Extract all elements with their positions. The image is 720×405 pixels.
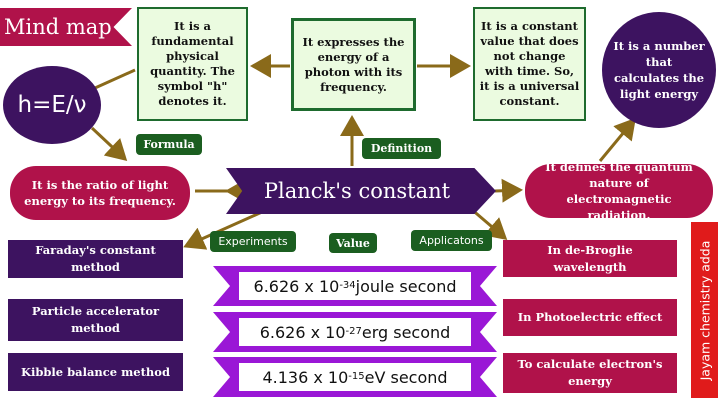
value-mantissa: 4.136 x 10 [262, 367, 349, 387]
applications-tag: Applicatons [411, 230, 492, 251]
definition-tag: Definition [362, 138, 441, 159]
value-unit: joule second [355, 276, 457, 296]
watermark-label: Jayam chemistry adda [691, 222, 718, 398]
application-item: In de-Broglie wavelength [503, 240, 677, 277]
center-topic-banner: Planck's constant [226, 168, 496, 214]
mind-map-title: Mind map [0, 8, 132, 46]
value-text: 4.136 x 10-15 eV second [239, 363, 471, 391]
experiment-item: Particle accelerator method [8, 299, 183, 341]
physical-quantity-box: It is a fundamental physical quantity. T… [137, 7, 248, 121]
ratio-pill: It is the ratio of light energy to its f… [10, 166, 190, 220]
value-ribbon-content: 6.626 x 10-27 erg second [213, 312, 497, 352]
quantum-nature-pill: It defines the quantum nature of electro… [525, 160, 713, 222]
value-unit: erg second [361, 322, 451, 342]
value-unit: eV second [364, 367, 448, 387]
formula-tag: Formula [136, 134, 202, 155]
value-text: 6.626 x 10-27 erg second [239, 318, 471, 346]
value-mantissa: 6.626 x 10 [253, 276, 340, 296]
application-item: To calculate electron's energy [503, 353, 677, 393]
application-item: In Photoelectric effect [503, 299, 677, 336]
universal-constant-box: It is a constant value that does not cha… [473, 7, 586, 121]
experiment-item: Kibble balance method [8, 353, 183, 391]
formula-circle: h=E/ν [3, 66, 101, 144]
value-mantissa: 6.626 x 10 [259, 322, 346, 342]
arrow-quantum-to-number [598, 117, 636, 162]
light-energy-circle: It is a number that calculates the light… [602, 12, 716, 128]
value-exponent: -34 [339, 279, 356, 291]
arrow-to-ratio-pill [90, 126, 128, 162]
value-tag: Value [329, 233, 377, 253]
definition-box: It expresses the energy of a photon with… [291, 18, 416, 111]
arrow-to-applications [469, 206, 508, 240]
value-exponent: -27 [345, 325, 362, 337]
arrow-to-experiments [183, 210, 263, 250]
experiments-tag: Experiments [210, 231, 296, 252]
value-exponent: -15 [348, 370, 365, 382]
arrow-to-quantum-pill [494, 178, 523, 203]
arrow-formula-link [94, 68, 136, 90]
value-ribbon-content: 4.136 x 10-15 eV second [213, 357, 497, 397]
value-ribbon-content: 6.626 x 10-34 joule second [213, 266, 497, 306]
watermark-text: Jayam chemistry adda [697, 240, 712, 380]
experiment-item: Faraday's constant method [8, 240, 183, 278]
value-text: 6.626 x 10-34 joule second [239, 272, 471, 300]
